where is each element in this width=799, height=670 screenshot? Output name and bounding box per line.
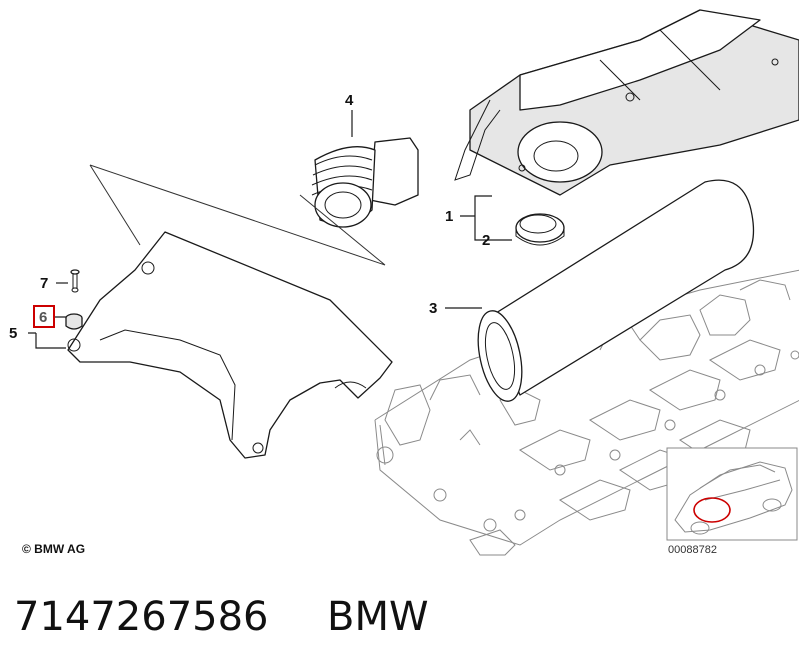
image-number: 00088782	[668, 544, 717, 556]
brand-name: BMW	[327, 594, 429, 640]
leader-lines	[28, 110, 512, 349]
grommet-part-6	[65, 313, 83, 330]
air-duct-housing	[454, 9, 799, 196]
callout-1: 1	[445, 208, 453, 225]
callout-6-highlight	[33, 305, 55, 328]
cylinder-cover-part-3	[477, 179, 755, 402]
bellows-hose-part-4	[311, 137, 419, 228]
acoustic-cover-part-5	[67, 231, 393, 459]
assembly-guide-lines	[89, 164, 386, 266]
copyright-label: © BMW AG	[22, 542, 85, 556]
callout-2: 2	[482, 232, 490, 249]
callout-4: 4	[345, 92, 354, 109]
callout-3: 3	[429, 300, 437, 317]
part-number: 7147267586	[14, 594, 269, 640]
callout-7: 7	[40, 275, 48, 292]
callout-5: 5	[9, 325, 17, 342]
callout-6: 6	[39, 309, 47, 326]
screw-part-7	[70, 269, 80, 293]
vehicle-thumbnail	[666, 447, 798, 541]
seal-ring-part-2	[515, 213, 565, 246]
